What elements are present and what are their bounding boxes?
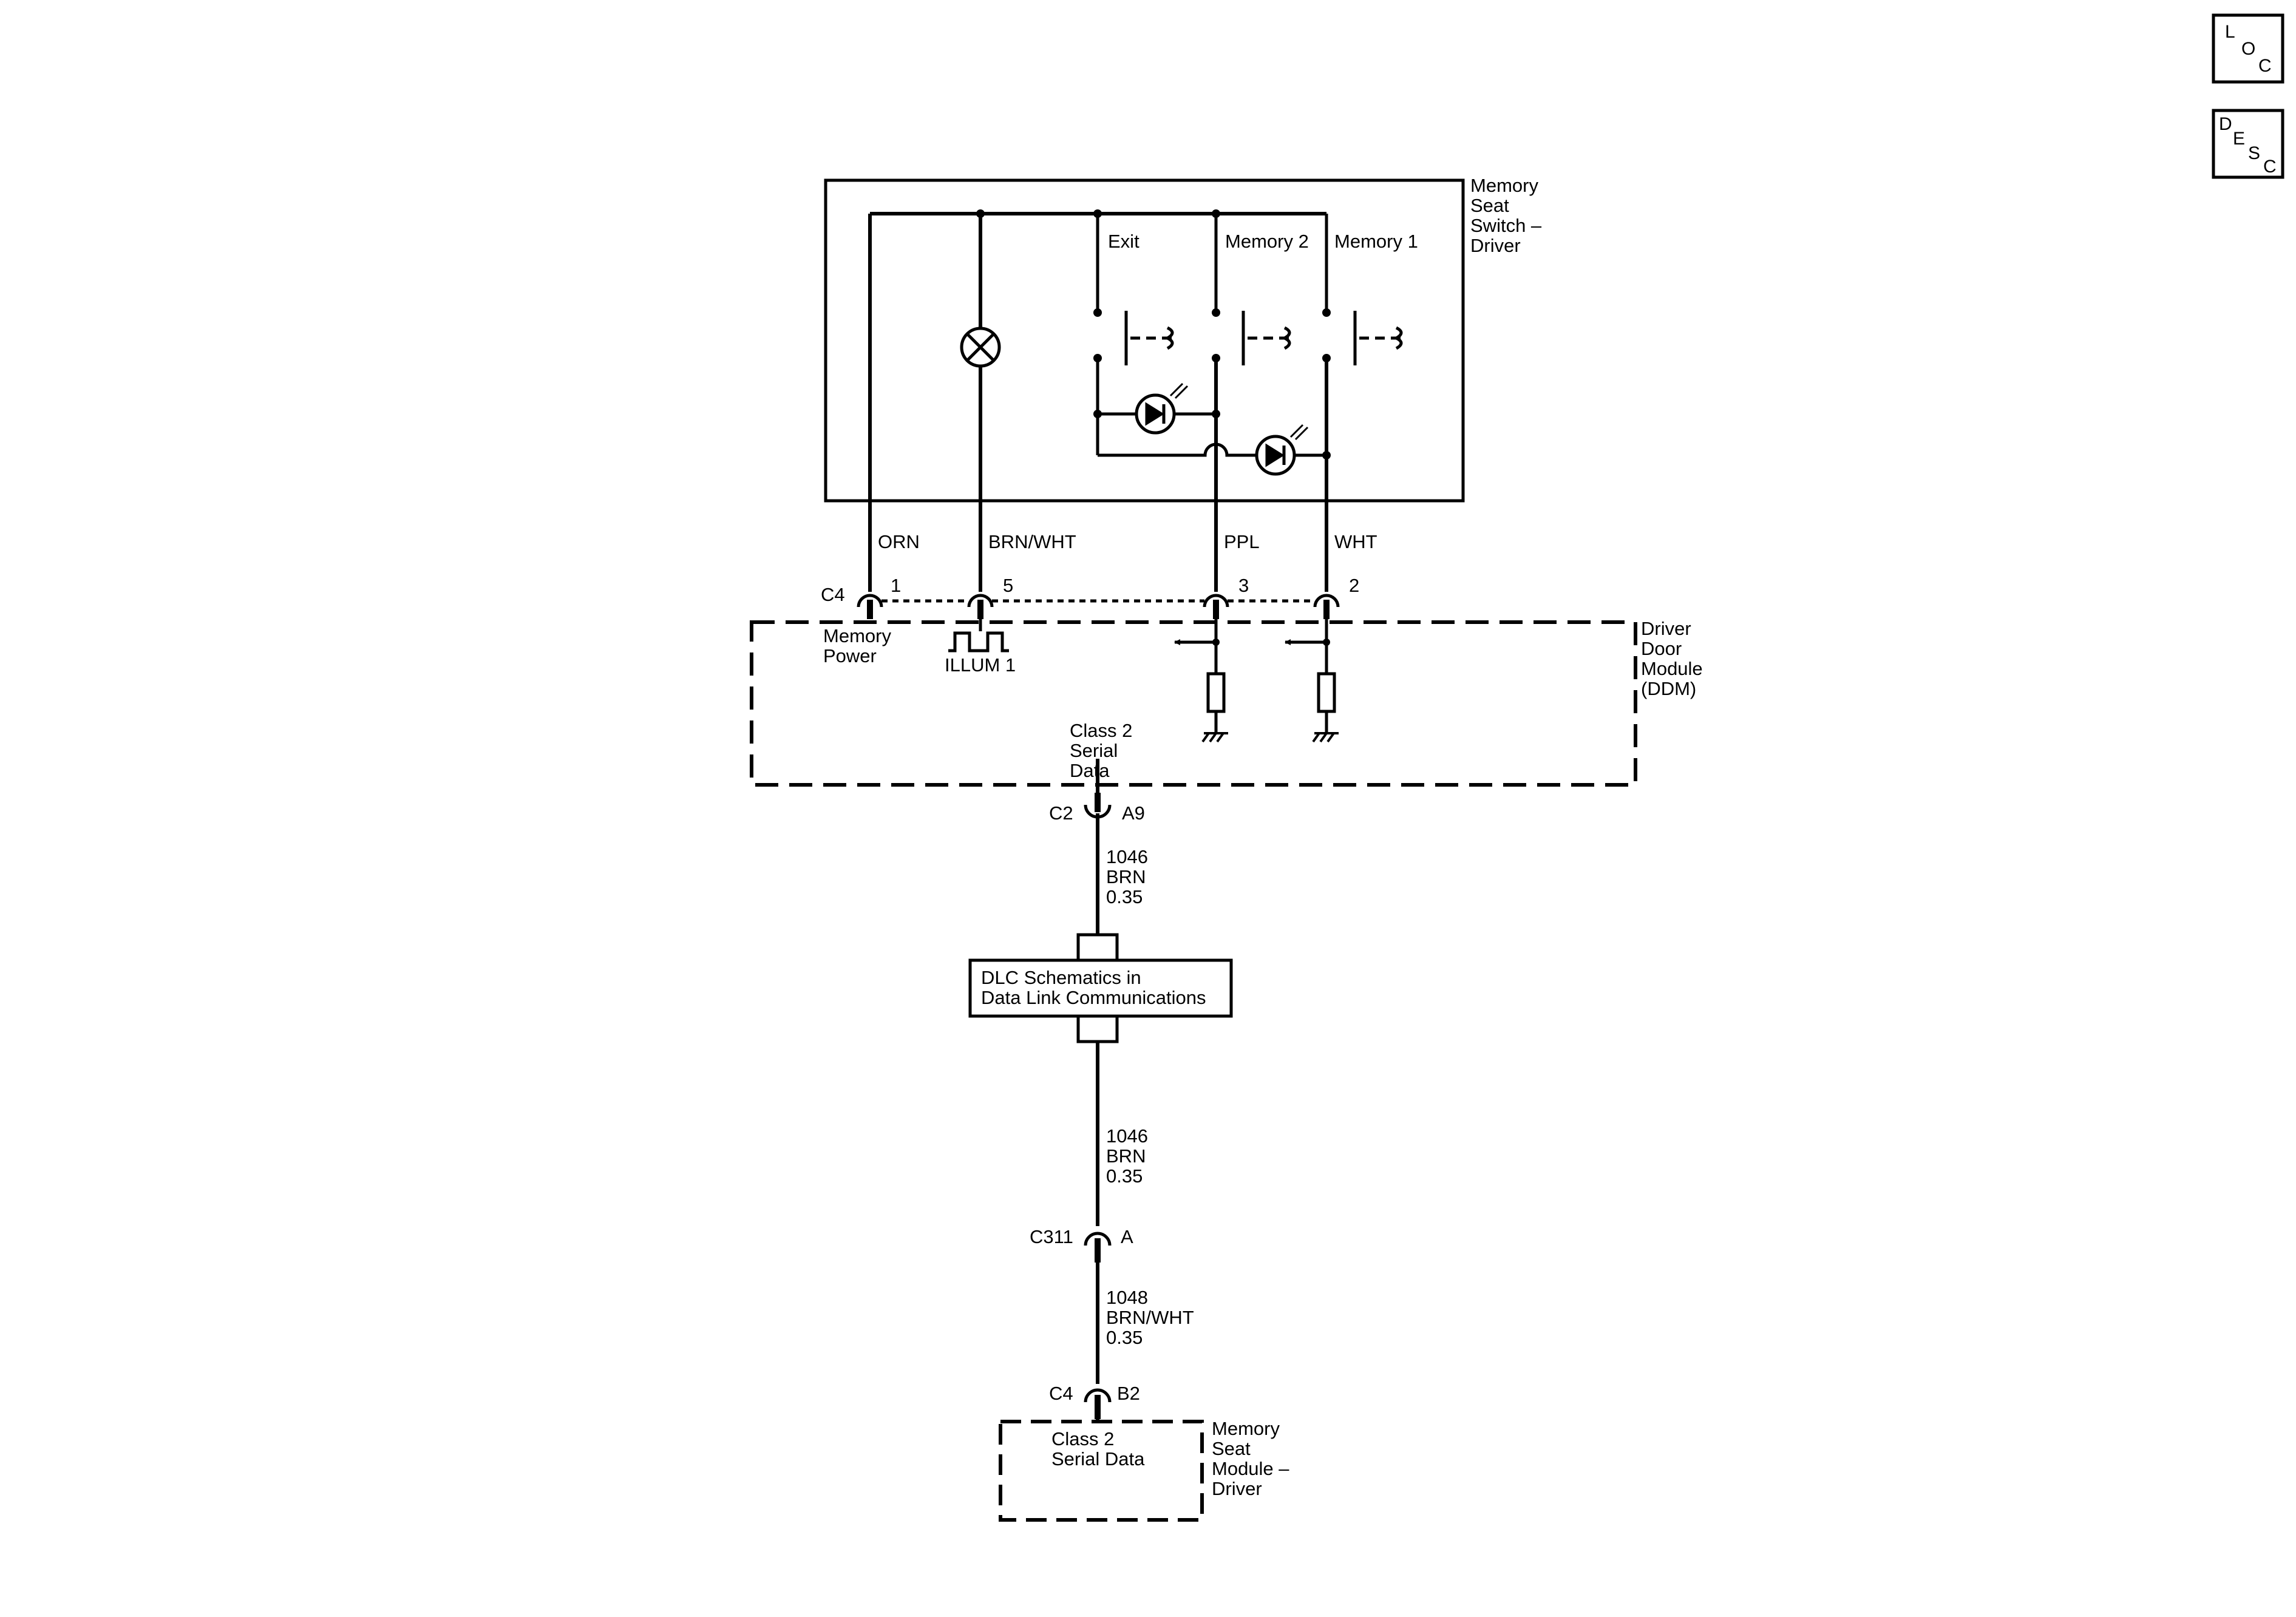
c2-connector-label: C2 bbox=[1049, 802, 1073, 824]
c4-msm-pin-label: B2 bbox=[1117, 1383, 1140, 1404]
wire-wht-label: WHT bbox=[1334, 531, 1377, 552]
svg-text:1046: 1046 bbox=[1106, 846, 1148, 867]
pwm-signal-icon bbox=[948, 619, 1009, 653]
c311-connector-label: C311 bbox=[1030, 1226, 1073, 1247]
loc-button[interactable]: L O C bbox=[2212, 13, 2284, 84]
svg-text:Driver: Driver bbox=[1212, 1478, 1262, 1499]
dlc-reference-box[interactable] bbox=[968, 933, 1233, 1043]
msm-name: Memory Seat Module – Driver bbox=[1212, 1418, 1289, 1499]
switch-module-name: Memory Seat Switch – Driver bbox=[1470, 175, 1542, 256]
dlc-reference-line1: DLC Schematics in bbox=[981, 967, 1141, 988]
svg-text:Class 2: Class 2 bbox=[1051, 1428, 1114, 1449]
ddm-serial-data-label: Class 2 Serial Data bbox=[1070, 720, 1132, 781]
svg-text:Switch –: Switch – bbox=[1470, 215, 1542, 236]
exit-switch-icon bbox=[1124, 311, 1175, 365]
svg-text:Memory: Memory bbox=[1470, 175, 1538, 196]
svg-text:0.35: 0.35 bbox=[1106, 1327, 1143, 1348]
wire-orn-label: ORN bbox=[878, 531, 920, 552]
memory-seat-module bbox=[999, 1420, 1204, 1522]
illum-label: ILLUM 1 bbox=[945, 654, 1016, 676]
wire2-label: 1046 BRN 0.35 bbox=[1106, 1125, 1148, 1187]
svg-text:Seat: Seat bbox=[1470, 195, 1509, 216]
svg-text:O: O bbox=[2241, 39, 2255, 59]
ppl-input-circuit bbox=[1174, 619, 1226, 733]
c4-pin5: 5 bbox=[1003, 575, 1013, 596]
c4-pin1: 1 bbox=[891, 575, 901, 596]
svg-text:0.35: 0.35 bbox=[1106, 886, 1143, 907]
junction-dots bbox=[976, 209, 1331, 459]
svg-text:BRN: BRN bbox=[1106, 866, 1146, 887]
memory-seat-switch bbox=[824, 178, 1465, 592]
c4-msm-connector-label: C4 bbox=[1049, 1383, 1073, 1404]
memory1-led-icon bbox=[1255, 424, 1309, 476]
memory2-switch-icon bbox=[1241, 311, 1292, 365]
svg-text:D: D bbox=[2219, 114, 2232, 134]
exit-label: Exit bbox=[1108, 231, 1140, 252]
dlc-reference-line2: Data Link Communications bbox=[981, 987, 1206, 1008]
ddm-junction-dots bbox=[1212, 639, 1330, 646]
c4-msm-connector bbox=[1084, 1388, 1112, 1419]
c4-pin2: 2 bbox=[1349, 575, 1359, 596]
illumination-lamp-icon bbox=[960, 327, 1001, 368]
svg-text:Driver: Driver bbox=[1641, 618, 1691, 639]
svg-text:Driver: Driver bbox=[1470, 235, 1521, 256]
svg-text:C: C bbox=[2263, 157, 2277, 177]
svg-text:Memory: Memory bbox=[1212, 1418, 1280, 1439]
svg-text:Power: Power bbox=[823, 645, 877, 666]
wire1-label: 1046 BRN 0.35 bbox=[1106, 846, 1148, 907]
svg-text:Serial Data: Serial Data bbox=[1051, 1448, 1145, 1470]
c311-connector bbox=[1084, 1232, 1112, 1263]
svg-text:(DDM): (DDM) bbox=[1641, 678, 1696, 699]
svg-text:Seat: Seat bbox=[1212, 1438, 1251, 1459]
svg-text:Serial: Serial bbox=[1070, 740, 1118, 761]
desc-button[interactable]: D E S C bbox=[2212, 109, 2284, 179]
svg-text:S: S bbox=[2248, 143, 2260, 163]
svg-text:C: C bbox=[2258, 56, 2272, 76]
wire3-label: 1048 BRN/WHT 0.35 bbox=[1106, 1287, 1194, 1348]
svg-text:E: E bbox=[2233, 129, 2245, 149]
svg-text:Module –: Module – bbox=[1212, 1458, 1289, 1479]
wire-ppl-label: PPL bbox=[1224, 531, 1260, 552]
svg-text:L: L bbox=[2225, 22, 2235, 42]
wht-input-circuit bbox=[1285, 619, 1336, 733]
c311-pin-label: A bbox=[1121, 1226, 1133, 1247]
driver-door-module bbox=[750, 619, 1637, 799]
ground-icon bbox=[1312, 732, 1339, 743]
svg-text:Door: Door bbox=[1641, 638, 1682, 659]
c4-ddm-connector-label: C4 bbox=[821, 584, 845, 605]
ground-icon bbox=[1201, 732, 1228, 743]
c4-connector bbox=[857, 594, 1340, 619]
svg-text:Class 2: Class 2 bbox=[1070, 720, 1132, 741]
svg-text:0.35: 0.35 bbox=[1106, 1165, 1143, 1187]
svg-text:Memory: Memory bbox=[823, 625, 891, 646]
c2-pin-label: A9 bbox=[1122, 802, 1145, 824]
svg-text:Module: Module bbox=[1641, 658, 1703, 679]
memory1-switch-icon bbox=[1353, 311, 1404, 365]
svg-text:BRN/WHT: BRN/WHT bbox=[1106, 1307, 1194, 1328]
svg-text:1048: 1048 bbox=[1106, 1287, 1148, 1308]
memory2-label: Memory 2 bbox=[1225, 231, 1309, 252]
ddm-name: Driver Door Module (DDM) bbox=[1641, 618, 1703, 699]
svg-text:BRN: BRN bbox=[1106, 1145, 1146, 1167]
wire-brnwht-label: BRN/WHT bbox=[988, 531, 1076, 552]
svg-text:Data: Data bbox=[1070, 760, 1110, 781]
svg-text:1046: 1046 bbox=[1106, 1125, 1148, 1147]
memory-power-label: Memory Power bbox=[823, 625, 891, 666]
memory2-led-icon bbox=[1135, 382, 1189, 435]
memory1-label: Memory 1 bbox=[1334, 231, 1418, 252]
msm-serial-data-label: Class 2 Serial Data bbox=[1051, 1428, 1145, 1470]
c4-pin3: 3 bbox=[1238, 575, 1249, 596]
